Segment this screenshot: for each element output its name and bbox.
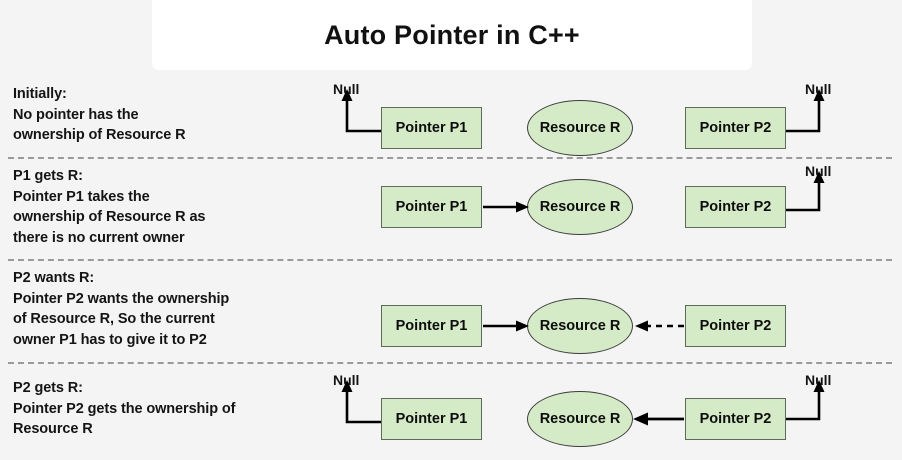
row-p1-gets-r-pointer-p1[interactable]: Pointer P1 <box>381 186 482 228</box>
page-title: Auto Pointer in C++ <box>324 19 580 50</box>
ownership-arrow-p2-to-r-icon <box>633 412 684 426</box>
row-p2-wants-r-caption: P2 wants R: Pointer P2 wants the ownersh… <box>13 270 230 348</box>
ownership-arrow-p1-to-r-icon <box>483 201 529 213</box>
row-initially-pointer-p1-label: Pointer P1 <box>395 120 468 136</box>
row-p1-gets-r-pointer-p2[interactable]: Pointer P2 <box>685 186 786 228</box>
row-p2-wants-r-pointer-p1[interactable]: Pointer P1 <box>381 305 482 347</box>
row-p2-gets-r-p2-null-label: Null <box>805 372 832 388</box>
row-p2-wants-r-resource-r[interactable]: Resource R <box>527 298 633 354</box>
row-p2-gets-r-pointer-p1-label: Pointer P1 <box>395 411 468 427</box>
row-p1-gets-r-resource-r-label: Resource R <box>539 199 621 215</box>
row-initially-pointer-p2[interactable]: Pointer P2 <box>685 107 786 149</box>
row-separator-1 <box>8 157 892 159</box>
row-p2-gets-r-p1-null-label: Null <box>333 372 360 388</box>
row-p1-gets-r-pointer-p2-label: Pointer P2 <box>699 199 772 215</box>
row-p1-gets-r-p2-null-label: Null <box>805 163 832 179</box>
row-p1-gets-r-pointer-p1-label: Pointer P1 <box>395 199 468 215</box>
row-initially-resource-r[interactable]: Resource R <box>527 100 633 156</box>
row-p2-wants-r-resource-r-label: Resource R <box>539 318 621 334</box>
row-initially-pointer-p2-label: Pointer P2 <box>699 120 772 136</box>
row-initially-p2-null-label: Null <box>805 81 832 97</box>
request-arrow-p2-to-r-icon <box>635 320 684 332</box>
row-p1-gets-r-resource-r[interactable]: Resource R <box>527 179 633 235</box>
row-p2-wants-r-pointer-p1-label: Pointer P1 <box>395 318 468 334</box>
row-p2-gets-r-resource-r-label: Resource R <box>539 411 621 427</box>
row-separator-3 <box>8 362 892 364</box>
row-p2-gets-r-pointer-p2[interactable]: Pointer P2 <box>685 398 786 440</box>
row-initially-pointer-p1[interactable]: Pointer P1 <box>381 107 482 149</box>
row-p2-wants-r-pointer-p2-label: Pointer P2 <box>699 318 772 334</box>
row-p1-gets-r-caption: P1 gets R: Pointer P1 takes the ownershi… <box>13 168 206 246</box>
row-initially-caption: Initially: No pointer has the ownership … <box>13 86 186 143</box>
row-p2-gets-r-caption: P2 gets R: Pointer P2 gets the ownership… <box>13 380 236 437</box>
ownership-arrow-p1-to-r-icon <box>483 320 529 332</box>
row-p2-gets-r-pointer-p1[interactable]: Pointer P1 <box>381 398 482 440</box>
row-separator-2 <box>8 259 892 261</box>
row-p2-wants-r-pointer-p2[interactable]: Pointer P2 <box>685 305 786 347</box>
title-card: Auto Pointer in C++ <box>152 0 752 70</box>
row-p2-gets-r-pointer-p2-label: Pointer P2 <box>699 411 772 427</box>
row-initially-resource-r-label: Resource R <box>539 120 621 136</box>
row-p2-gets-r-resource-r[interactable]: Resource R <box>527 391 633 447</box>
row-initially-p1-null-label: Null <box>333 81 360 97</box>
